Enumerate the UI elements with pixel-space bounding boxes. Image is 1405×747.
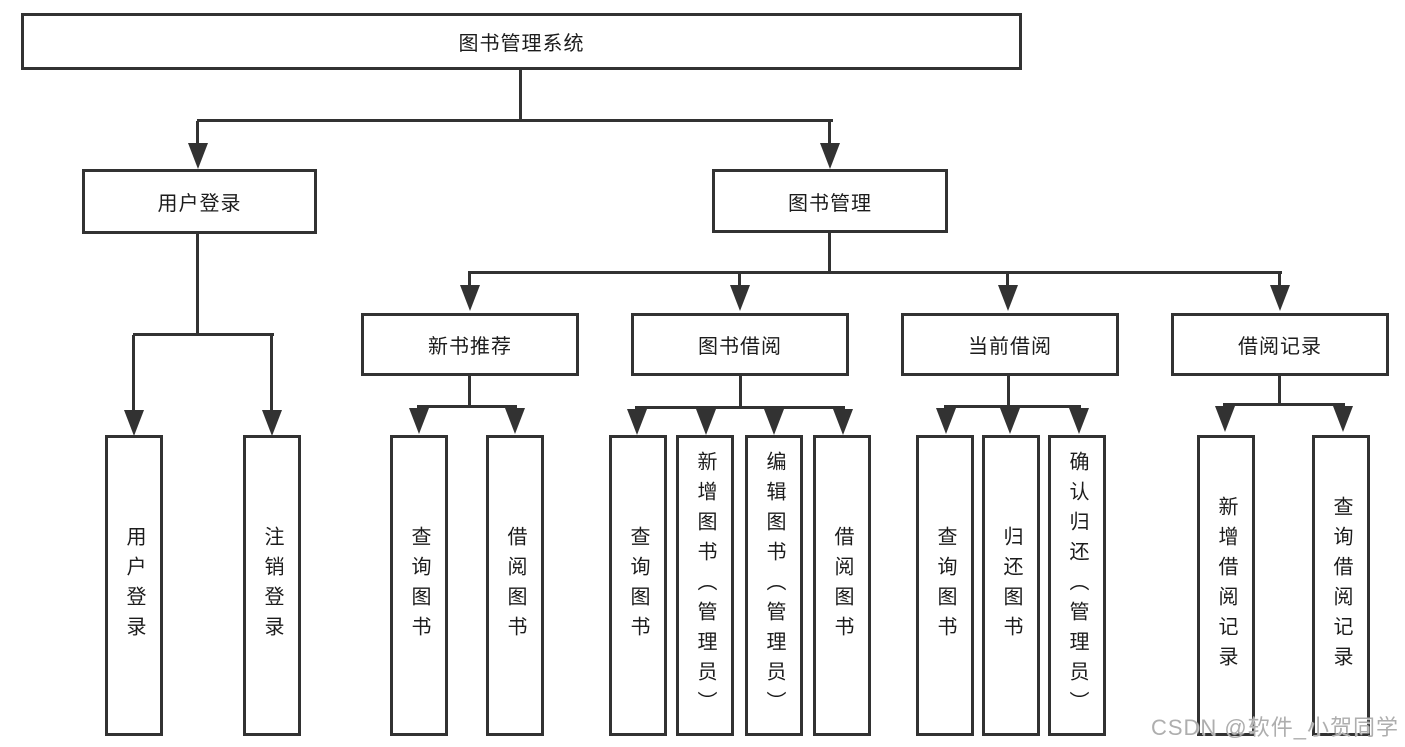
leaf-query-borrow-record: 查询借阅记录: [1312, 435, 1370, 736]
leaf-query-books-3-label: 查询图书: [934, 525, 956, 646]
connector-new-book-crossbar: [417, 405, 517, 408]
arrowhead-to-leaf-edit-books: [764, 409, 784, 435]
connector-new-book-stem: [468, 375, 471, 408]
arrowhead-to-leaf-query-record: [1333, 406, 1353, 432]
arrowhead-to-leaf-logout: [262, 410, 282, 436]
node-current-borrowing-label: 当前借阅: [968, 336, 1052, 358]
connector-to-leaf-user-login: [132, 335, 135, 412]
node-borrowing-records-label: 借阅记录: [1238, 336, 1322, 358]
leaf-query-books-1-label: 查询图书: [408, 525, 430, 646]
connector-to-borrowing-records: [1278, 273, 1281, 287]
leaf-user-login: 用户登录: [105, 435, 163, 736]
node-root-system: 图书管理系统: [21, 13, 1022, 70]
node-new-book-label: 新书推荐: [428, 336, 512, 358]
leaf-return-books-label: 归还图书: [1000, 525, 1022, 646]
arrowhead-to-leaf-return-books: [1000, 408, 1020, 434]
node-user-login-label: 用户登录: [157, 193, 242, 215]
leaf-add-books-admin: 新增图书（管理员）: [676, 435, 734, 736]
node-book-borrowing: 图书借阅: [631, 313, 849, 376]
connector-current-borrowing-stem: [1007, 375, 1010, 408]
arrowhead-to-new-book: [460, 285, 480, 311]
leaf-borrow-books-2-label: 借阅图书: [831, 525, 853, 646]
leaf-query-books-2: 查询图书: [609, 435, 667, 736]
arrowhead-to-book-borrowing: [730, 285, 750, 311]
arrowhead-to-leaf-query-books-2: [627, 409, 647, 435]
csdn-watermark: CSDN @软件_小贺同学: [1150, 715, 1399, 740]
connector-to-book-borrowing: [738, 273, 741, 287]
arrowhead-to-leaf-query-books-3: [936, 408, 956, 434]
connector-borrowing-records-stem: [1278, 375, 1281, 406]
arrowhead-to-borrowing-records: [1270, 285, 1290, 311]
node-book-management-label: 图书管理: [788, 192, 872, 215]
connector-root-stem: [519, 68, 522, 121]
arrowhead-to-book-management: [820, 143, 840, 169]
connector-book-borrowing-stem: [739, 375, 742, 409]
arrowhead-to-leaf-borrow-books-1: [505, 408, 525, 434]
leaf-confirm-return-admin: 确认归还（管理员）: [1048, 435, 1106, 736]
arrowhead-to-leaf-query-books-1: [409, 408, 429, 434]
leaf-logout-login-label: 注销登录: [261, 525, 283, 646]
leaf-add-borrow-record: 新增借阅记录: [1197, 435, 1255, 736]
leaf-borrow-books-1-label: 借阅图书: [504, 525, 526, 646]
connector-book-borrowing-crossbar: [635, 406, 845, 409]
connector-book-management-crossbar: [468, 271, 1282, 274]
leaf-add-borrow-record-label: 新增借阅记录: [1215, 495, 1237, 676]
leaf-return-books: 归还图书: [982, 435, 1040, 736]
leaf-logout-login: 注销登录: [243, 435, 301, 736]
leaf-query-books-2-label: 查询图书: [627, 525, 649, 646]
arrowhead-to-leaf-add-books: [696, 409, 716, 435]
node-current-borrowing: 当前借阅: [901, 313, 1119, 376]
connector-to-leaf-logout: [270, 335, 273, 412]
node-book-borrowing-label: 图书借阅: [698, 336, 782, 358]
leaf-query-books-1: 查询图书: [390, 435, 448, 736]
connector-to-current-borrowing: [1006, 273, 1009, 287]
leaf-borrow-books-1: 借阅图书: [486, 435, 544, 736]
connector-root-to-book-management: [828, 121, 831, 144]
node-book-management: 图书管理: [712, 169, 948, 233]
arrowhead-to-leaf-user-login: [124, 410, 144, 436]
arrowhead-to-leaf-add-record: [1215, 406, 1235, 432]
leaf-borrow-books-2: 借阅图书: [813, 435, 871, 736]
node-borrowing-records: 借阅记录: [1171, 313, 1389, 376]
leaf-edit-books-admin: 编辑图书（管理员）: [745, 435, 803, 736]
connector-user-login-stem: [196, 233, 199, 336]
leaf-edit-books-admin-label: 编辑图书（管理员）: [763, 450, 785, 721]
connector-to-new-book: [468, 273, 471, 287]
leaf-query-books-3: 查询图书: [916, 435, 974, 736]
arrowhead-to-leaf-confirm-return: [1069, 408, 1089, 434]
connector-root-crossbar: [197, 119, 833, 122]
leaf-add-books-admin-label: 新增图书（管理员）: [694, 450, 716, 721]
leaf-confirm-return-admin-label: 确认归还（管理员）: [1066, 450, 1088, 721]
node-user-login: 用户登录: [82, 169, 317, 234]
connector-borrowing-records-crossbar: [1223, 403, 1345, 406]
node-root-label: 图书管理系统: [458, 33, 585, 55]
connector-book-management-stem: [828, 232, 831, 274]
connector-user-login-crossbar: [133, 333, 274, 336]
arrowhead-to-leaf-borrow-books-2: [833, 409, 853, 435]
leaf-query-borrow-record-label: 查询借阅记录: [1330, 495, 1352, 676]
leaf-user-login-label: 用户登录: [123, 525, 145, 646]
connector-current-borrowing-crossbar: [944, 405, 1081, 408]
node-new-book-recommendation: 新书推荐: [361, 313, 579, 376]
arrowhead-to-user-login: [188, 143, 208, 169]
arrowhead-to-current-borrowing: [998, 285, 1018, 311]
connector-root-to-user-login: [196, 121, 199, 144]
